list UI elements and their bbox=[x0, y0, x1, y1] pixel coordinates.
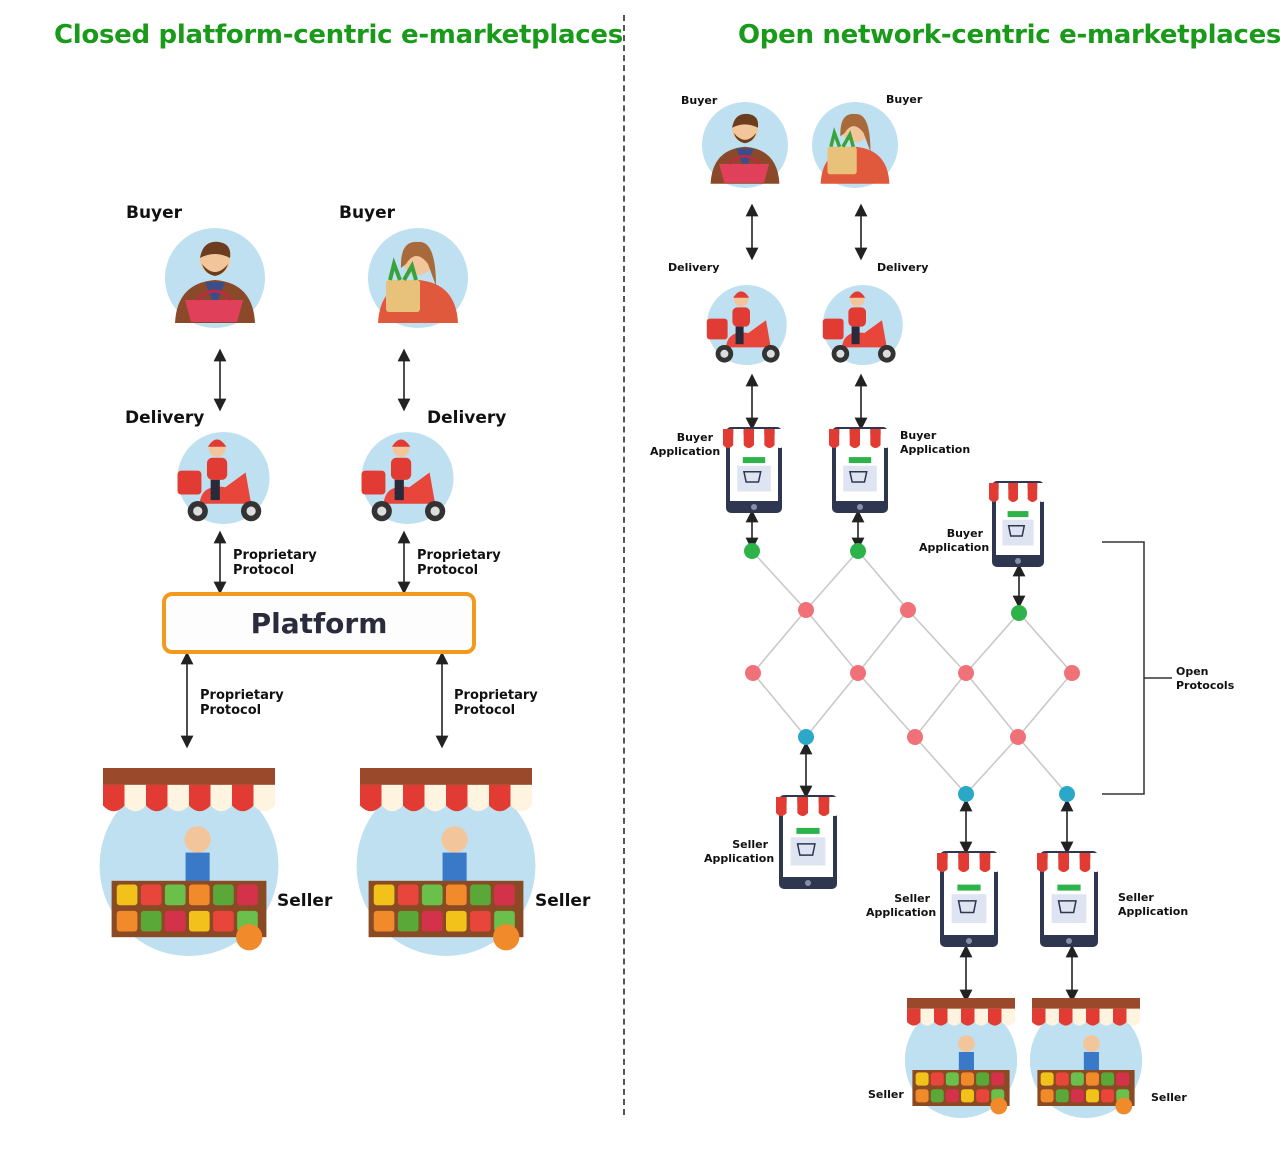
network-edge bbox=[857, 672, 916, 738]
left-buyer-2-label: Buyer bbox=[339, 203, 396, 223]
left-buyer-1-label: Buyer bbox=[126, 203, 183, 223]
seller-stall-icon bbox=[356, 768, 536, 956]
right-buyer-2-label: Buyer bbox=[886, 93, 923, 106]
network-node bbox=[907, 729, 923, 745]
phone-app-icon bbox=[829, 427, 891, 513]
network-node bbox=[745, 665, 761, 681]
network-edge bbox=[914, 736, 967, 795]
network-edge bbox=[805, 550, 859, 611]
network-edge bbox=[914, 672, 967, 738]
network-edge bbox=[805, 672, 859, 738]
delivery-scooter-icon bbox=[706, 285, 787, 365]
right-seller-1-label: Seller bbox=[868, 1088, 904, 1101]
left-title: Closed platform-centric e-marketplaces bbox=[54, 20, 623, 50]
seller-stall-icon bbox=[99, 768, 279, 956]
network-node bbox=[798, 602, 814, 618]
network-node bbox=[900, 602, 916, 618]
seller-stall-icon bbox=[904, 998, 1018, 1118]
phone-app-icon bbox=[723, 427, 785, 513]
delivery-scooter-icon bbox=[177, 432, 270, 524]
network-node bbox=[1059, 786, 1075, 802]
phone-app-icon bbox=[1037, 851, 1101, 947]
delivery-scooter-icon bbox=[361, 432, 454, 524]
network-edge bbox=[965, 612, 1020, 674]
network-edge bbox=[965, 672, 1019, 738]
right-delivery-2-label: Delivery bbox=[877, 261, 929, 274]
buyer-man-icon bbox=[702, 102, 788, 188]
right-title: Open network-centric e-marketplaces bbox=[738, 20, 1280, 50]
network-edge bbox=[907, 609, 967, 674]
buyer-man-icon bbox=[165, 228, 265, 328]
network-edge bbox=[1017, 672, 1073, 738]
network-edge bbox=[1017, 736, 1068, 795]
section-divider bbox=[623, 15, 625, 1115]
network-node bbox=[850, 543, 866, 559]
network-edge bbox=[857, 609, 909, 674]
network-edge bbox=[751, 550, 807, 611]
network-edge bbox=[857, 550, 909, 611]
network-node bbox=[1011, 605, 1027, 621]
network-edge bbox=[752, 672, 807, 738]
network-node bbox=[958, 665, 974, 681]
buyer-woman-icon bbox=[368, 228, 468, 328]
platform-box: Platform bbox=[162, 592, 476, 654]
right-buyer-1-label: Buyer bbox=[681, 94, 718, 107]
phone-app-icon bbox=[776, 795, 840, 889]
right-delivery-1-label: Delivery bbox=[668, 261, 720, 274]
seller-stall-icon bbox=[1029, 998, 1143, 1118]
left-delivery-2-label: Delivery bbox=[427, 408, 507, 428]
phone-app-icon bbox=[989, 481, 1047, 567]
left-delivery-1-label: Delivery bbox=[125, 408, 205, 428]
network-edge bbox=[965, 736, 1019, 795]
left-seller-2-label: Seller bbox=[535, 891, 591, 911]
network-edge bbox=[752, 609, 807, 674]
network-edge bbox=[1018, 612, 1073, 674]
network-node bbox=[958, 786, 974, 802]
buyer-woman-icon bbox=[812, 102, 898, 188]
network-node bbox=[798, 729, 814, 745]
left-seller-1-label: Seller bbox=[277, 891, 333, 911]
network-edge bbox=[805, 609, 859, 674]
network-node bbox=[1010, 729, 1026, 745]
right-seller-2-label: Seller bbox=[1151, 1091, 1187, 1104]
network-node bbox=[850, 665, 866, 681]
open-protocols-bracket bbox=[1102, 541, 1172, 795]
network-node bbox=[1064, 665, 1080, 681]
phone-app-icon bbox=[937, 851, 1001, 947]
network-node bbox=[744, 543, 760, 559]
delivery-scooter-icon bbox=[822, 285, 903, 365]
